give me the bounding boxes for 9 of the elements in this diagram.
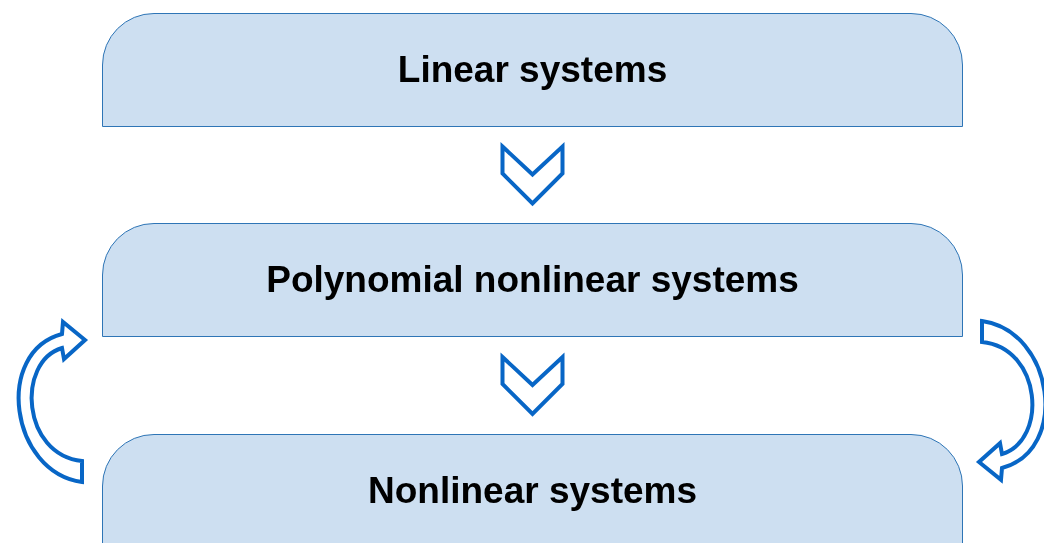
box-label: Linear systems (397, 49, 668, 91)
rounded-top-box (102, 13, 963, 127)
rounded-top-box (102, 223, 963, 337)
box-label: Polynomial nonlinear systems (266, 259, 799, 301)
rounded-top-box (102, 434, 963, 543)
block-arrow (500, 141, 565, 207)
box-label: Nonlinear systems (368, 470, 697, 512)
block-arrow (500, 352, 565, 417)
block-arrow (16, 320, 87, 484)
